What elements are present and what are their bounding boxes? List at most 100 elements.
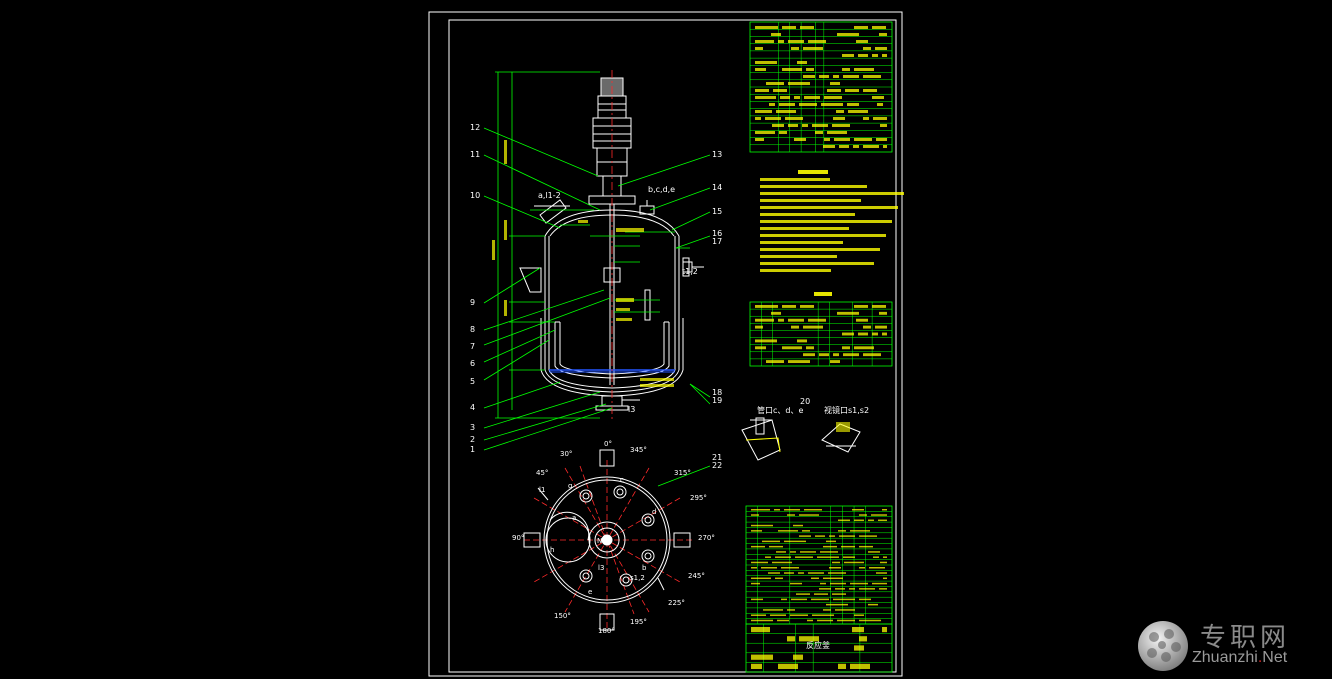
parts-list-table-text: [763, 609, 783, 611]
title-block-text: [838, 663, 846, 669]
tech-req-text: [760, 262, 874, 265]
support-lug-left: [519, 267, 542, 293]
detail-view-cde: 管口c、d、e: [741, 405, 803, 461]
nozzle-g: g: [568, 482, 572, 490]
tech-req-text: [760, 255, 837, 258]
parts-list-table-text: [849, 588, 855, 590]
tech-spec-table-text: [863, 117, 869, 120]
parts-list-table-text: [829, 567, 841, 569]
tech-spec-table-text: [755, 40, 774, 43]
tech-req-text: [760, 185, 867, 188]
label-13: 13: [712, 150, 722, 159]
detail-cde-title: 管口c、d、e: [757, 405, 803, 415]
title-block-text: [854, 645, 864, 651]
parts-list-table-text: [751, 577, 771, 580]
tech-spec-table-text: [780, 96, 790, 99]
nozzle-table-text: [882, 332, 887, 336]
angle-150: 150°: [554, 612, 571, 620]
nozzle-table-text: [854, 346, 874, 350]
tech-req-text: [760, 199, 861, 202]
parts-list-table-text: [751, 524, 773, 527]
tech-spec-table-text: [843, 75, 859, 78]
tag-a-l: a,l1-2: [538, 191, 561, 200]
nozzle-table-text: [863, 353, 881, 357]
parts-list-table-text: [838, 530, 846, 532]
tech-spec-table-text: [755, 131, 775, 134]
title-block-name: 反应釜: [806, 640, 830, 650]
parts-list-table-text: [878, 519, 887, 522]
nozzle-table-text: [819, 353, 829, 357]
parts-list-table-text: [832, 561, 840, 564]
tech-spec-table-text: [788, 40, 804, 43]
parts-list-table-text: [790, 551, 796, 553]
label-15: 15: [712, 207, 722, 216]
nozzle-table: [749, 301, 893, 367]
nozzle-table-text: [833, 353, 839, 357]
parts-list-table-text: [751, 567, 757, 569]
nozzle-s: s1,2: [630, 574, 645, 582]
outer-frame: [428, 11, 903, 677]
title-block-text: [787, 636, 795, 642]
parts-list-table-text: [787, 514, 795, 516]
tech-spec-table-text: [808, 40, 826, 43]
tech-spec-table-text: [788, 124, 798, 127]
watermark-ball-icon: [1138, 621, 1188, 671]
parts-list-table-text: [883, 556, 887, 558]
tech-spec-table-text: [802, 124, 808, 127]
parts-list-table-text: [775, 556, 791, 558]
tech-spec-table-text: [875, 47, 887, 50]
parts-list-table-text: [841, 545, 855, 548]
angle-245: 245°: [688, 572, 705, 580]
parts-list-table-text: [795, 556, 813, 558]
nozzle-table-text: [872, 332, 878, 336]
nozzle-table-text: [843, 353, 859, 357]
tech-req-text: [760, 213, 855, 216]
tech-req-text: [760, 269, 831, 272]
tech-spec-table-text: [755, 117, 761, 120]
parts-list-table-text: [835, 588, 845, 590]
tech-spec-table-text: [800, 26, 814, 29]
parts-list-table-text: [879, 588, 887, 590]
tech-spec-table-text: [863, 75, 881, 78]
parts-list-table-text: [776, 551, 786, 553]
title-block-text: [859, 636, 867, 642]
parts-list-table-text: [850, 582, 868, 585]
nozzle-table-title: [814, 292, 832, 296]
watermark-en-a: Zhuanzhi: [1192, 649, 1258, 666]
nozzle-table-text: [879, 311, 887, 315]
tech-spec-table-text: [772, 124, 784, 127]
nozzle-table-text: [778, 318, 784, 322]
parts-list-table-text: [807, 619, 813, 622]
lug-bottom: [599, 613, 615, 631]
tech-spec-table-text: [858, 54, 868, 57]
tech-spec-table-text: [836, 110, 844, 113]
tech-spec-table-text: [882, 54, 887, 57]
tech-req-title: [798, 170, 828, 174]
label-10: 10: [470, 191, 480, 200]
parts-list-table-text: [829, 535, 835, 537]
tech-spec-table-text: [854, 26, 868, 29]
angle-295: 295°: [690, 494, 707, 502]
title-block: [745, 623, 893, 673]
title-block-text: [778, 663, 798, 669]
watermark-cn: 专职网: [1200, 623, 1291, 653]
label-8: 8: [470, 325, 475, 334]
title-block-text: [751, 654, 773, 660]
tech-spec-table-text: [803, 75, 815, 78]
watermark-en: Zhuanzhi.Net: [1192, 649, 1287, 667]
parts-list-table-text: [854, 519, 864, 522]
nozzle-table-text: [803, 353, 815, 357]
parts-list-table-text: [832, 593, 846, 595]
parts-list-table-text: [815, 535, 825, 537]
parts-list-table-text: [793, 524, 803, 527]
parts-list-table-text: [784, 540, 806, 543]
parts-list-table-text: [800, 551, 816, 553]
tech-spec-table-text: [880, 124, 887, 127]
tech-spec-table-text: [755, 89, 769, 92]
title-block-text: [793, 654, 803, 660]
parts-list-table-text: [859, 535, 877, 537]
tech-spec-table-text: [842, 54, 854, 57]
parts-list-table-text: [808, 572, 824, 574]
angle-30: 30°: [560, 450, 572, 458]
label-9: 9: [470, 298, 475, 307]
